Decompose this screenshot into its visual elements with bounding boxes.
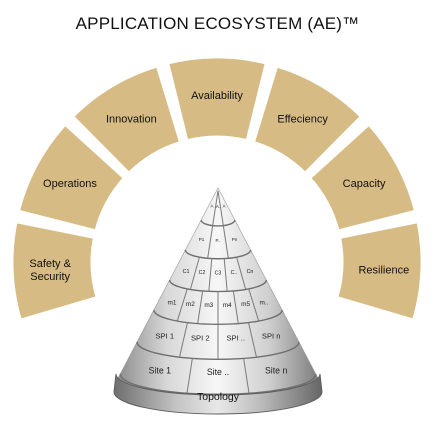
cell-label: SPI n <box>262 332 281 341</box>
diagram-title: APPLICATION ECOSYSTEM (AE)™ <box>75 14 360 33</box>
pyramid-row: C1 C2 C3 C.. Cn <box>168 256 268 293</box>
cell-divider <box>217 190 224 226</box>
cell-label: C1 <box>183 269 190 275</box>
cell-divider <box>247 322 257 358</box>
row-separator <box>184 249 252 260</box>
cell-label: SPI .. <box>226 333 245 342</box>
segment-label: Availability <box>191 90 243 102</box>
cell-label: m1 <box>168 300 177 307</box>
cell-label: A <box>211 204 214 209</box>
cell-divider <box>248 288 260 321</box>
cell-divider <box>212 190 219 226</box>
segment-label: Effeciency <box>277 114 328 126</box>
pyramid-row: m1 m2 m3 m4 m5 m.. <box>153 288 283 325</box>
segment-shape <box>70 64 183 176</box>
cell-divider <box>176 288 188 321</box>
cell-label: m.. <box>260 300 269 307</box>
cell-divider <box>223 258 228 292</box>
cell-label: C3 <box>215 270 222 276</box>
pyramid-row: SPI 1 SPI 2 SPI .. SPI n <box>136 322 300 360</box>
cell-label: C2 <box>199 270 206 276</box>
cell-label: SPI 1 <box>155 332 174 341</box>
segment-label: Capacity <box>343 178 386 190</box>
row-separator <box>168 279 268 293</box>
segment-shape <box>165 55 269 143</box>
segment-availability: Availability <box>165 55 269 143</box>
cell-label: Site .. <box>207 367 229 377</box>
cell-divider <box>179 322 189 358</box>
cell-label: C.. <box>231 270 238 276</box>
cell-divider <box>243 358 250 394</box>
ring: Safety &Security Operations Innovation Avai… <box>10 55 424 323</box>
cell-label: m3 <box>204 302 213 309</box>
cell-label: Site n <box>265 365 288 375</box>
pyramid-row: P1 P.. Pn <box>184 225 252 260</box>
cell-divider <box>186 358 193 394</box>
segment-label: Resilience <box>358 264 409 276</box>
segment-resilience: Resilience <box>334 219 424 323</box>
base-label: Topology <box>197 391 240 403</box>
pyramid-base: Topology <box>113 373 323 415</box>
segment-operations: Operations <box>16 122 127 233</box>
cell-divider <box>222 225 229 259</box>
segment-shape <box>10 219 100 323</box>
cell-divider <box>236 256 247 290</box>
pyramid-row: Site 1 Site .. Site n <box>119 358 317 395</box>
cell-label: m5 <box>241 301 250 308</box>
segment-label: Operations <box>43 178 97 190</box>
row-separator <box>200 219 236 227</box>
cell-label: Cn <box>247 269 254 275</box>
segment-shape <box>251 64 364 176</box>
cell-label: SPI 2 <box>191 333 210 342</box>
cell-label: m2 <box>186 301 195 308</box>
segment-efficiency: Effeciency <box>251 64 364 176</box>
segment-label: Innovation <box>106 114 157 126</box>
segment-shape <box>307 122 418 233</box>
cell-label: P.. <box>216 238 221 243</box>
cell-label: Site 1 <box>149 365 172 375</box>
segment-safety: Safety &Security <box>10 219 100 323</box>
cell-divider <box>189 256 200 290</box>
base-band <box>113 373 323 415</box>
cell-label: Pn <box>232 237 238 242</box>
segment-innovation: Innovation <box>70 64 183 176</box>
segment-shape <box>16 122 127 233</box>
cell-label: A <box>222 204 225 209</box>
segment-shape <box>334 219 424 323</box>
segment-label: Safety &Security <box>29 258 71 283</box>
cell-divider <box>197 290 204 324</box>
cell-divider <box>232 290 239 324</box>
cell-divider <box>208 258 213 292</box>
row-separator <box>119 373 317 395</box>
cell-label: A. <box>216 204 220 209</box>
segment-capacity: Capacity <box>307 122 418 233</box>
cell-label: m4 <box>223 302 232 309</box>
cell-divider <box>207 225 214 259</box>
cell-label: P1 <box>199 237 205 242</box>
